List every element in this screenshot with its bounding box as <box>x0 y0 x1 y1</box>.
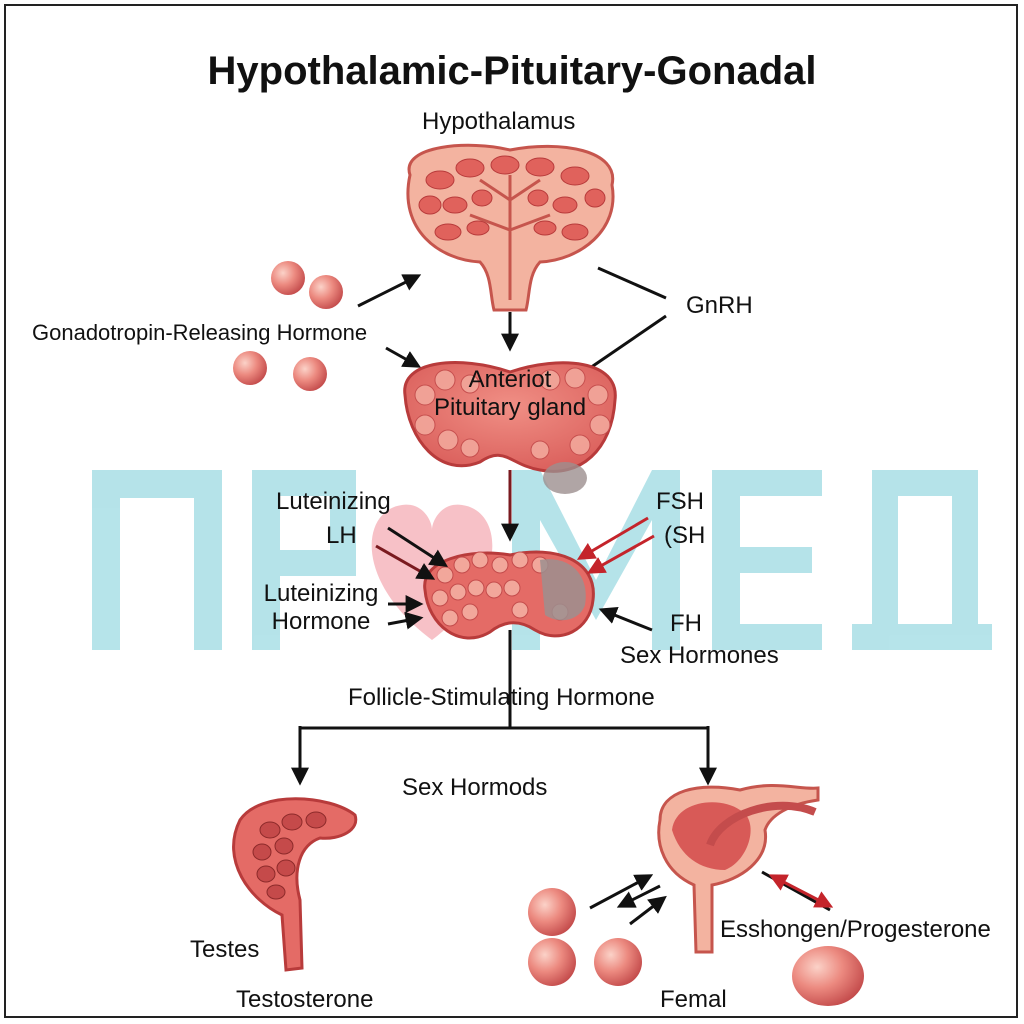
follicle-stimulating-hormone-label: Follicle-Stimulating Hormone <box>348 684 655 711</box>
lh-label: LH <box>326 522 357 549</box>
gnrh-label: GnRH <box>686 292 753 319</box>
pituitary-lower-illustration <box>423 550 595 640</box>
sex-hormods-label: Sex Hormods <box>402 774 548 801</box>
sex-hormones-label: Sex Hormones <box>620 642 779 669</box>
female-organ-illustration <box>657 784 820 954</box>
estrogen-progesterone-label: Esshongen/Progesterone <box>720 916 991 943</box>
testes-label: Testes <box>190 936 260 963</box>
testosterone-label: Testosterone <box>236 986 374 1013</box>
fsh-alt-label: (SH <box>664 522 706 549</box>
hypothalamus-illustration <box>406 143 615 312</box>
fsh-label: FSH <box>656 488 704 515</box>
testes-illustration <box>232 797 358 972</box>
hypothalamus-label: Hypothalamus <box>422 108 576 135</box>
anterior-pituitary-label: Anteriot Pituitary gland <box>433 366 587 421</box>
luteinizing-hormone-label: Luteinizing Hormone <box>263 580 379 635</box>
female-label: Femal <box>660 986 727 1013</box>
diagram-frame <box>4 4 1018 1018</box>
anterior-pituitary-illustration <box>403 361 617 494</box>
gonadotropin-releasing-hormone-label: Gonadotropin-Releasing Hormone <box>32 320 368 345</box>
luteinizing-label: Luteinizing <box>276 488 391 515</box>
page-title: Hypothalamic-Pituitary-Gonadal <box>207 49 817 93</box>
fh-label: FH <box>670 610 702 637</box>
